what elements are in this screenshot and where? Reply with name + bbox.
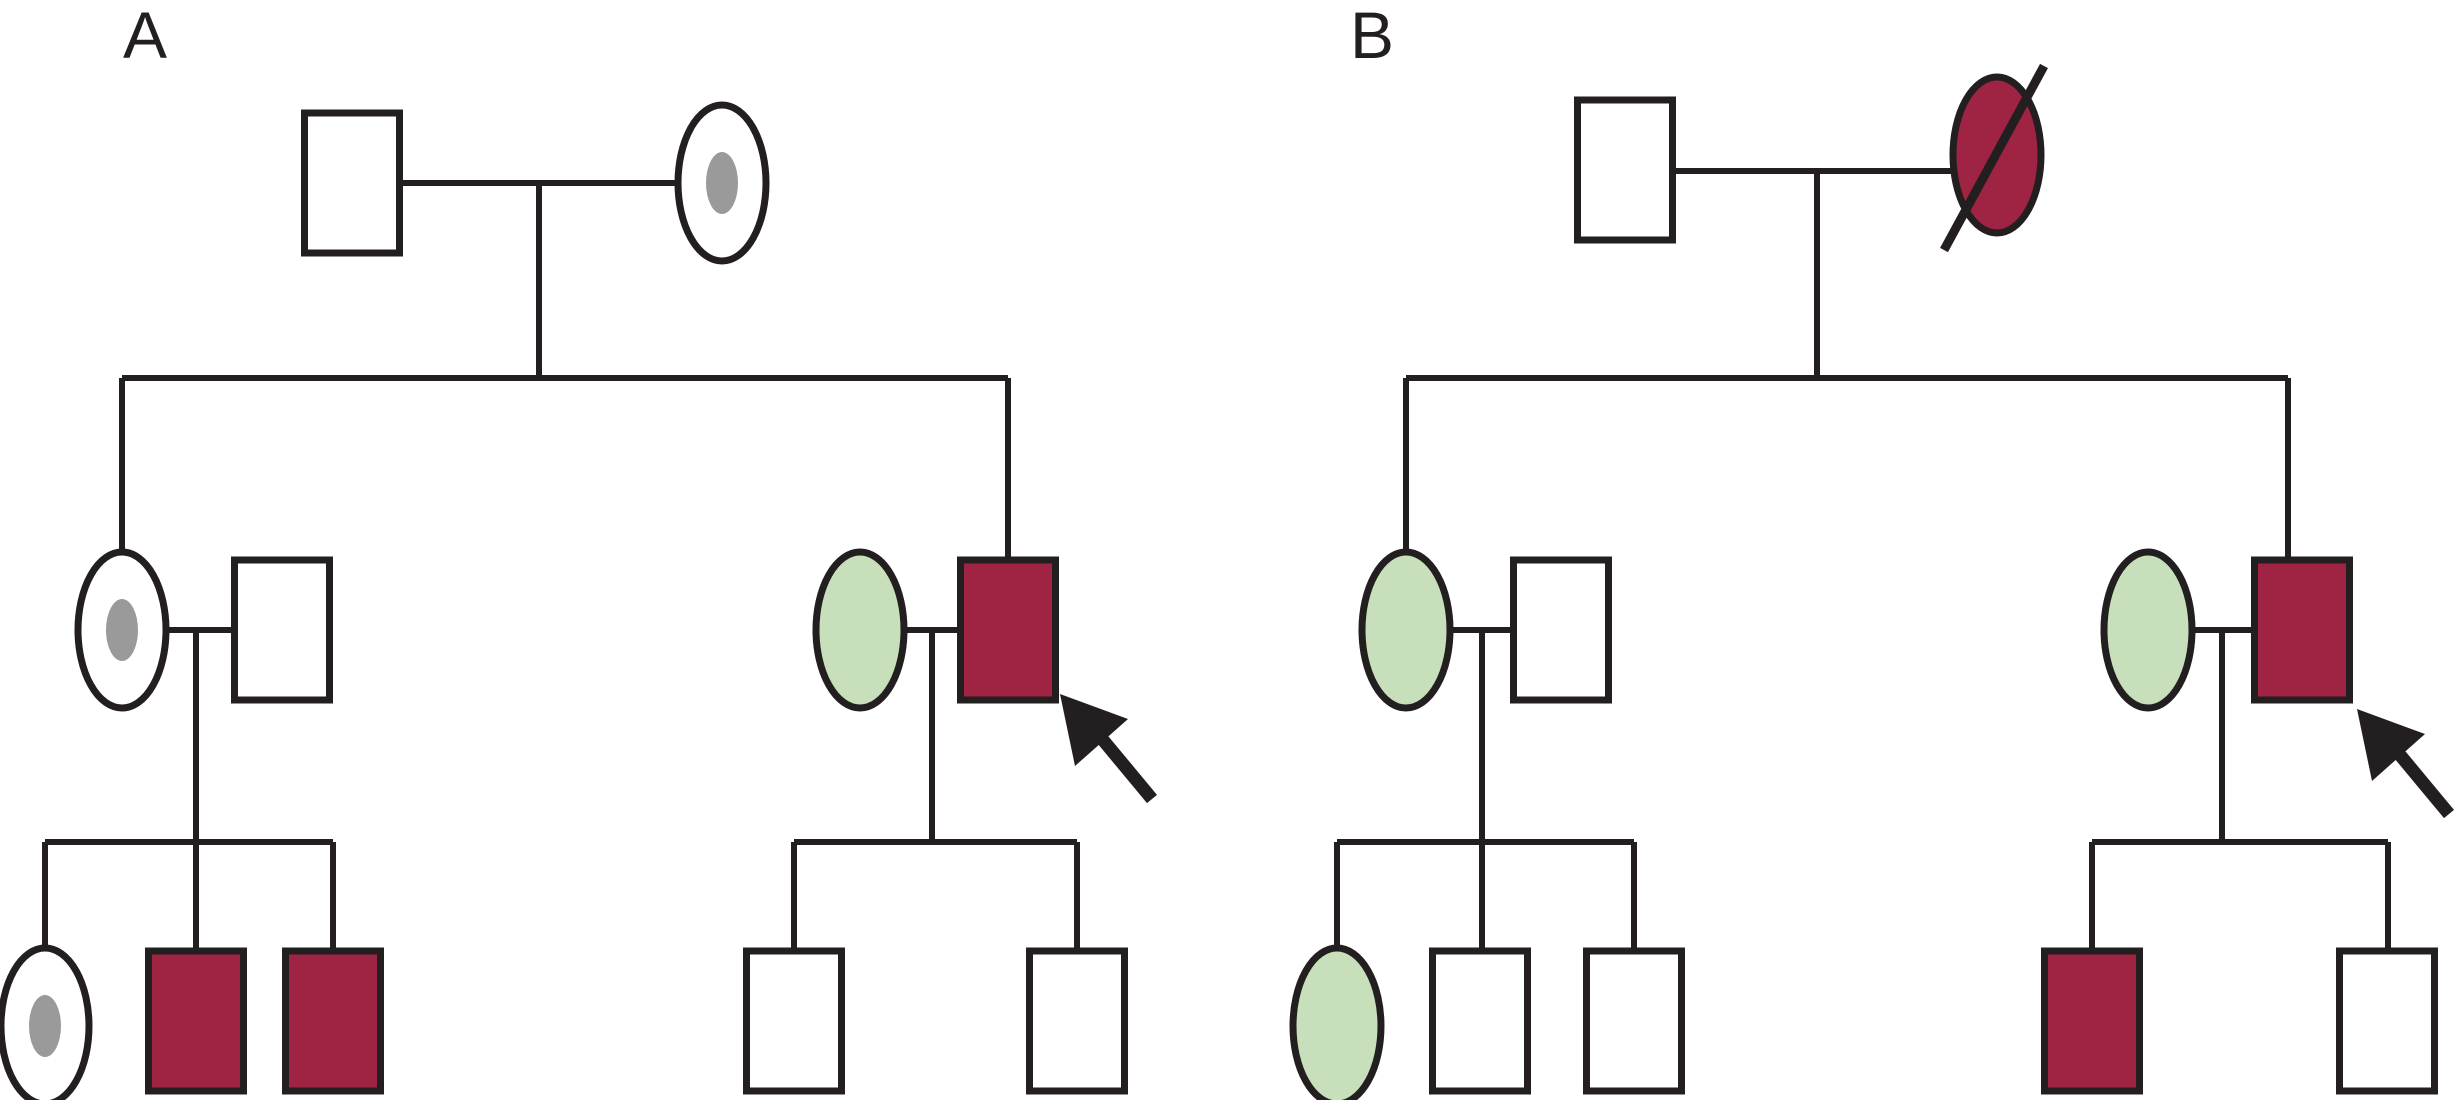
male-symbol-affected (145, 947, 247, 1095)
proband-arrow-tail (2394, 750, 2455, 819)
person-B-III-4 (2041, 947, 2143, 1095)
male-symbol-unaffected (301, 109, 403, 257)
person-B-III-5 (2336, 947, 2438, 1095)
carrier-dot-icon (706, 152, 738, 214)
male-symbol-unaffected (743, 947, 845, 1095)
female-symbol-favorable (2100, 548, 2196, 712)
male-symbol-unaffected (1026, 947, 1128, 1095)
carrier-dot-icon (106, 599, 138, 661)
pedigree-panel-a: A (0, 0, 1158, 1100)
person-B-III-2 (1429, 947, 1531, 1095)
person-B-I-1 (1574, 96, 1676, 244)
male-symbol-affected (282, 947, 384, 1095)
deceased-slash-icon (1940, 63, 2048, 253)
carrier-dot-icon (29, 995, 61, 1057)
person-B-I-2 (1940, 63, 2048, 253)
male-symbol-unaffected (1574, 96, 1676, 244)
person-A-III-2 (145, 947, 247, 1095)
male-symbol-unaffected (1429, 947, 1531, 1095)
person-B-III-3 (1583, 947, 1685, 1095)
person-B-II-1 (1358, 548, 1454, 712)
female-symbol-favorable (1289, 944, 1385, 1100)
male-symbol-affected (2041, 947, 2143, 1095)
panel-label-a: A (123, 0, 167, 72)
proband-arrowhead-icon (1060, 694, 1128, 766)
person-A-II-4 (957, 556, 1059, 704)
person-A-III-1 (0, 944, 93, 1100)
proband-arrow-icon (2357, 709, 2455, 819)
person-A-I-1 (301, 109, 403, 257)
person-A-III-3 (282, 947, 384, 1095)
person-B-II-2 (1510, 556, 1612, 704)
person-B-II-3 (2100, 548, 2196, 712)
person-A-III-4 (743, 947, 845, 1095)
male-symbol-unaffected (1510, 556, 1612, 704)
male-symbol-affected (957, 556, 1059, 704)
female-symbol-favorable (812, 548, 908, 712)
person-A-III-5 (1026, 947, 1128, 1095)
proband-arrow-icon (1060, 694, 1158, 804)
male-symbol-affected (2251, 556, 2353, 704)
person-A-II-2 (231, 556, 333, 704)
person-A-II-1 (74, 548, 170, 712)
proband-arrowhead-icon (2357, 709, 2425, 781)
male-symbol-unaffected (2336, 947, 2438, 1095)
person-A-II-3 (812, 548, 908, 712)
male-symbol-unaffected (231, 556, 333, 704)
proband-arrow-tail (1097, 735, 1158, 804)
female-symbol-favorable (1358, 548, 1454, 712)
male-symbol-unaffected (1583, 947, 1685, 1095)
person-A-I-2 (674, 101, 770, 265)
pedigree-panel-b: B (1289, 0, 2455, 1100)
person-B-III-1 (1289, 944, 1385, 1100)
panel-label-b: B (1350, 0, 1394, 72)
person-B-II-4 (2251, 556, 2353, 704)
